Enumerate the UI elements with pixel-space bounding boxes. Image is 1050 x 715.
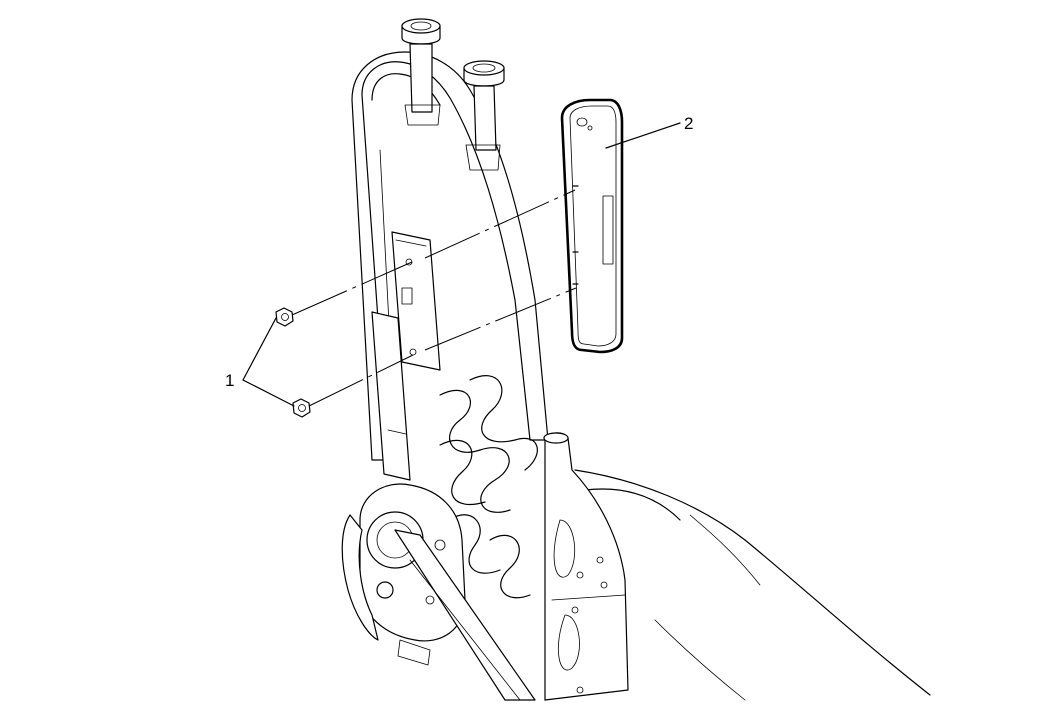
leader-lines	[242, 122, 681, 407]
headrest-guide-right	[463, 60, 505, 171]
seat-cushion	[574, 469, 931, 701]
callout-1: 1	[225, 371, 234, 390]
part-1-nut-upper	[275, 307, 294, 327]
alignment-lines	[291, 189, 577, 407]
recliner-mechanism	[341, 483, 536, 701]
part-2-pad	[560, 98, 624, 354]
sinuous-springs	[439, 375, 538, 599]
mounting-bracket	[371, 231, 441, 481]
headrest-guide-left	[401, 18, 441, 126]
part-1-nut-lower	[292, 398, 311, 418]
seat-back-side-frame	[543, 432, 629, 701]
callout-2: 2	[684, 114, 693, 133]
